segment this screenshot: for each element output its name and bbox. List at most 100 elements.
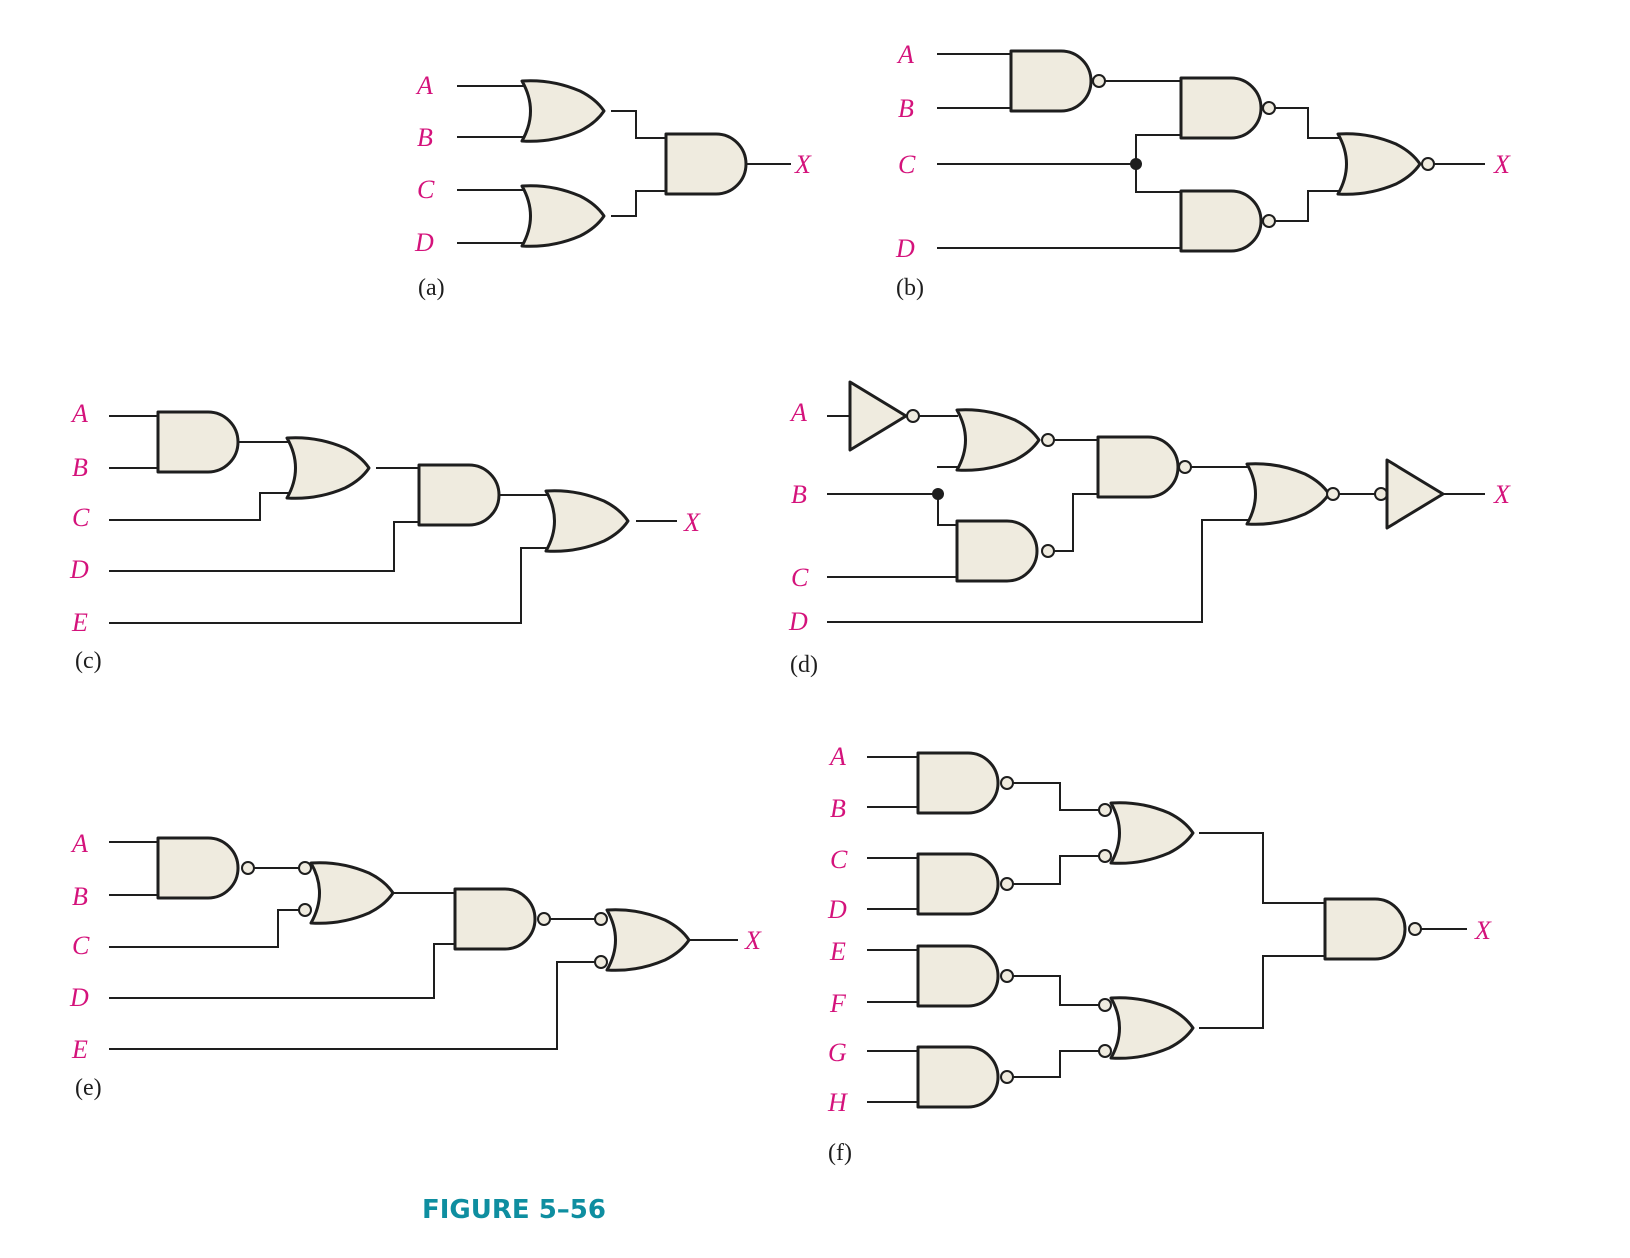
- input-label: B: [830, 794, 846, 823]
- nand-gate: [453, 887, 537, 951]
- output-label: X: [1474, 916, 1492, 945]
- nand-gate: [1179, 189, 1263, 253]
- or-gate: [520, 184, 606, 248]
- nand-gate: [916, 944, 1000, 1008]
- inversion-bubble: [298, 861, 312, 875]
- inversion-bubble: [1098, 803, 1112, 817]
- input-label: B: [72, 453, 88, 482]
- inversion-bubble: [1178, 460, 1192, 474]
- input-label: B: [72, 882, 88, 911]
- output-label: X: [744, 926, 762, 955]
- nor-gate: [1336, 132, 1422, 196]
- or-gate: [544, 489, 630, 553]
- or-gate: [605, 908, 691, 972]
- input-label: A: [896, 40, 914, 69]
- input-label: G: [828, 1038, 847, 1067]
- input-label: A: [789, 398, 807, 427]
- or-gate: [520, 79, 606, 143]
- input-label: A: [828, 742, 846, 771]
- inversion-bubble: [1374, 487, 1388, 501]
- input-label: C: [830, 845, 848, 874]
- inversion-bubble: [906, 409, 920, 423]
- input-label: B: [898, 94, 914, 123]
- junction-dot: [932, 488, 944, 500]
- and-gate: [156, 410, 240, 474]
- and-gate: [664, 132, 748, 196]
- or-gate: [1109, 996, 1195, 1060]
- inversion-bubble: [1262, 101, 1276, 115]
- input-label: B: [417, 123, 433, 152]
- junction-dot: [1130, 158, 1142, 170]
- caption-d: (d): [790, 652, 818, 678]
- nor-gate: [1245, 462, 1331, 526]
- input-label: E: [71, 1035, 88, 1064]
- inversion-bubble: [1041, 544, 1055, 558]
- inversion-bubble: [298, 903, 312, 917]
- circuit-f: A B C D E F G H X (f): [827, 742, 1492, 1166]
- caption-c: (c): [75, 648, 102, 674]
- nand-gate: [1179, 76, 1263, 140]
- inversion-bubble: [1098, 849, 1112, 863]
- nand-gate: [1009, 49, 1093, 113]
- input-label: D: [895, 234, 915, 263]
- input-label: D: [69, 555, 89, 584]
- inversion-bubble: [1421, 157, 1435, 171]
- inversion-bubble: [1000, 1070, 1014, 1084]
- input-label: B: [791, 480, 807, 509]
- input-label: C: [791, 563, 809, 592]
- input-label: C: [72, 931, 90, 960]
- caption-b: (b): [896, 275, 924, 301]
- input-label: A: [415, 71, 433, 100]
- nand-gate: [955, 519, 1039, 583]
- input-label: D: [414, 228, 434, 257]
- figure-title: FIGURE 5–56: [422, 1195, 606, 1225]
- inversion-bubble: [1092, 74, 1106, 88]
- and-gate: [417, 463, 501, 527]
- nand-gate: [1096, 435, 1180, 499]
- inversion-bubble: [1041, 433, 1055, 447]
- input-label: C: [898, 150, 916, 179]
- nor-gate: [955, 408, 1041, 472]
- nand-gate: [916, 852, 1000, 916]
- inversion-bubble: [594, 912, 608, 926]
- input-label: E: [71, 608, 88, 637]
- caption-e: (e): [75, 1075, 102, 1101]
- input-label: F: [829, 989, 847, 1018]
- buffer-gate: [1385, 458, 1445, 530]
- nand-gate: [156, 836, 240, 900]
- nand-gate: [1323, 897, 1407, 961]
- output-label: X: [1493, 150, 1511, 179]
- caption-a: (a): [418, 275, 445, 301]
- output-label: X: [1493, 480, 1511, 509]
- input-label: C: [72, 503, 90, 532]
- input-label: D: [827, 895, 847, 924]
- inversion-bubble: [1098, 1044, 1112, 1058]
- inversion-bubble: [594, 955, 608, 969]
- circuit-b: A B C D X (b): [895, 40, 1511, 301]
- input-label: A: [70, 829, 88, 858]
- output-label: X: [794, 150, 812, 179]
- inversion-bubble: [1000, 776, 1014, 790]
- circuit-a: A B C D X (a): [414, 71, 812, 301]
- nand-gate: [916, 1045, 1000, 1109]
- inversion-bubble: [1326, 487, 1340, 501]
- caption-f: (f): [828, 1140, 852, 1166]
- circuit-e: A B C D E X (e): [69, 829, 762, 1101]
- inversion-bubble: [241, 861, 255, 875]
- input-label: E: [829, 937, 846, 966]
- inverter-gate: [848, 380, 908, 452]
- nand-gate: [916, 751, 1000, 815]
- or-gate: [285, 436, 371, 500]
- input-label: A: [70, 399, 88, 428]
- inversion-bubble: [1408, 922, 1422, 936]
- input-label: D: [788, 607, 808, 636]
- inversion-bubble: [537, 912, 551, 926]
- inversion-bubble: [1262, 214, 1276, 228]
- input-label: H: [827, 1088, 848, 1117]
- input-label: C: [417, 175, 435, 204]
- inversion-bubble: [1000, 877, 1014, 891]
- or-gate: [309, 861, 395, 925]
- input-label: D: [69, 983, 89, 1012]
- inversion-bubble: [1000, 969, 1014, 983]
